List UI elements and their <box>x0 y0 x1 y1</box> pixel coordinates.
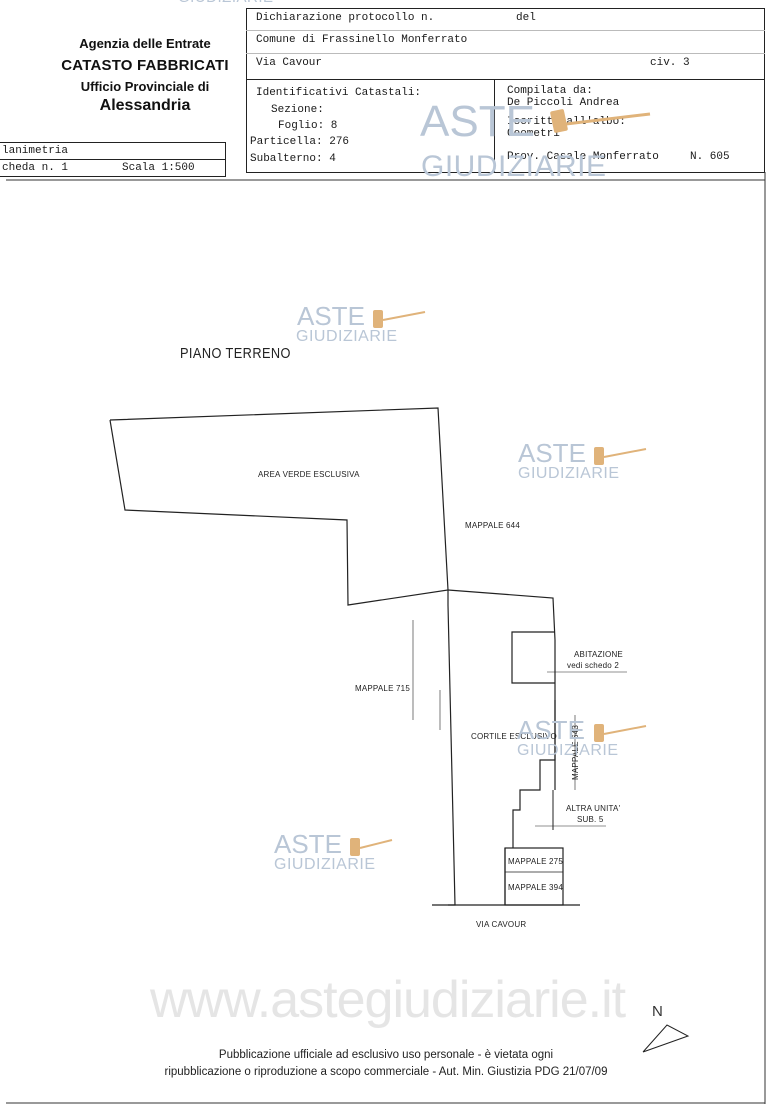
mappale-644-boundary <box>447 589 556 641</box>
watermark-giudiziarie-text: GIUDIZIARIE <box>296 328 398 345</box>
via-label: Via Cavour <box>256 57 323 69</box>
watermark-giudiziarie-text: GIUDIZIARIE <box>518 465 620 482</box>
gavel-icon <box>350 838 393 856</box>
cortile-label: CORTILE ESCLUSIVO <box>471 732 557 741</box>
planimetria-label: lanimetria <box>2 145 69 157</box>
gavel-icon <box>594 447 647 465</box>
abitazione-outline <box>511 631 555 684</box>
altra-unita-label: ALTRA UNITA' <box>566 804 621 813</box>
watermark-aste-text: ASTE <box>297 301 365 331</box>
area-verde-label: AREA VERDE ESCLUSIVA <box>258 470 360 479</box>
abitazione-label: ABITAZIONE <box>574 650 623 659</box>
albo-label: Geometri <box>507 128 560 140</box>
watermark-giudiziarie-text: GIUDIZIARIE <box>421 150 607 183</box>
north-arrow-icon <box>642 1024 690 1053</box>
agency-name: Agenzia delle Entrate <box>79 36 211 51</box>
watermark-aste-text: ASTE <box>420 97 535 146</box>
prov-label: Prov. Casale Monferrato <box>507 151 659 163</box>
gavel-icon <box>373 310 426 328</box>
via-cavour-label: VIA CAVOUR <box>476 920 527 929</box>
scheda-number: cheda n. 1 <box>2 162 69 174</box>
dichiarazione-label: Dichiarazione protocollo n. <box>256 12 435 24</box>
particella-label: Particella: 276 <box>250 136 350 148</box>
sub5-label: SUB. 5 <box>577 815 604 824</box>
numero-label: N. 605 <box>690 151 730 163</box>
comune-label: Comune di Frassinello Monferrato <box>256 34 468 46</box>
watermark-aste-text: ASTE <box>274 829 342 859</box>
watermark-top-fragment: GIUDIZIARIE <box>178 0 274 5</box>
identificativi-title: Identificativi Catastali: <box>256 87 422 99</box>
ufficio-label: Ufficio Provinciale di <box>80 79 210 94</box>
compilata-name: De Piccoli Andrea <box>507 97 620 109</box>
foglio-label: Foglio: 8 <box>278 120 338 132</box>
sezione-label: Sezione: <box>271 104 324 116</box>
civico-label: civ. 3 <box>650 57 690 69</box>
watermark-giudiziarie-text: GIUDIZIARIE <box>274 856 376 873</box>
mappale-394-label: MAPPALE 394 <box>508 883 563 892</box>
north-label: N <box>652 1003 663 1020</box>
cortile-stepped-outline <box>512 700 556 848</box>
province-name: Alessandria <box>99 97 191 114</box>
scala-label: Scala 1:500 <box>122 162 195 174</box>
mappale-644-label: MAPPALE 644 <box>465 521 520 530</box>
floor-label: PIANO TERRENO <box>180 345 291 362</box>
footer-line-2: ripubblicazione o riproduzione a scopo c… <box>164 1066 608 1078</box>
watermark-giudiziarie-text: GIUDIZIARIE <box>517 742 619 759</box>
vedi-schedo-label: vedi schedo 2 <box>567 661 619 670</box>
site-watermark: www.astegiudiziarie.it <box>150 971 626 1029</box>
mappale-275-label: MAPPALE 275 <box>508 857 563 866</box>
catasto-title: CATASTO FABBRICATI <box>61 57 229 74</box>
subalterno-label: Subalterno: 4 <box>250 153 336 165</box>
watermark-aste-text: ASTE <box>518 438 586 468</box>
area-verde-outline <box>109 407 449 606</box>
gavel-icon <box>550 109 651 133</box>
compilata-title: Compilata da: <box>507 85 593 97</box>
mappale-715-label: MAPPALE 715 <box>355 684 410 693</box>
del-label: del <box>516 12 536 24</box>
footer-line-1: Pubblicazione ufficiale ad esclusivo uso… <box>218 1049 554 1061</box>
watermark-aste-text: ASTE <box>517 715 585 745</box>
gavel-icon <box>594 724 647 742</box>
